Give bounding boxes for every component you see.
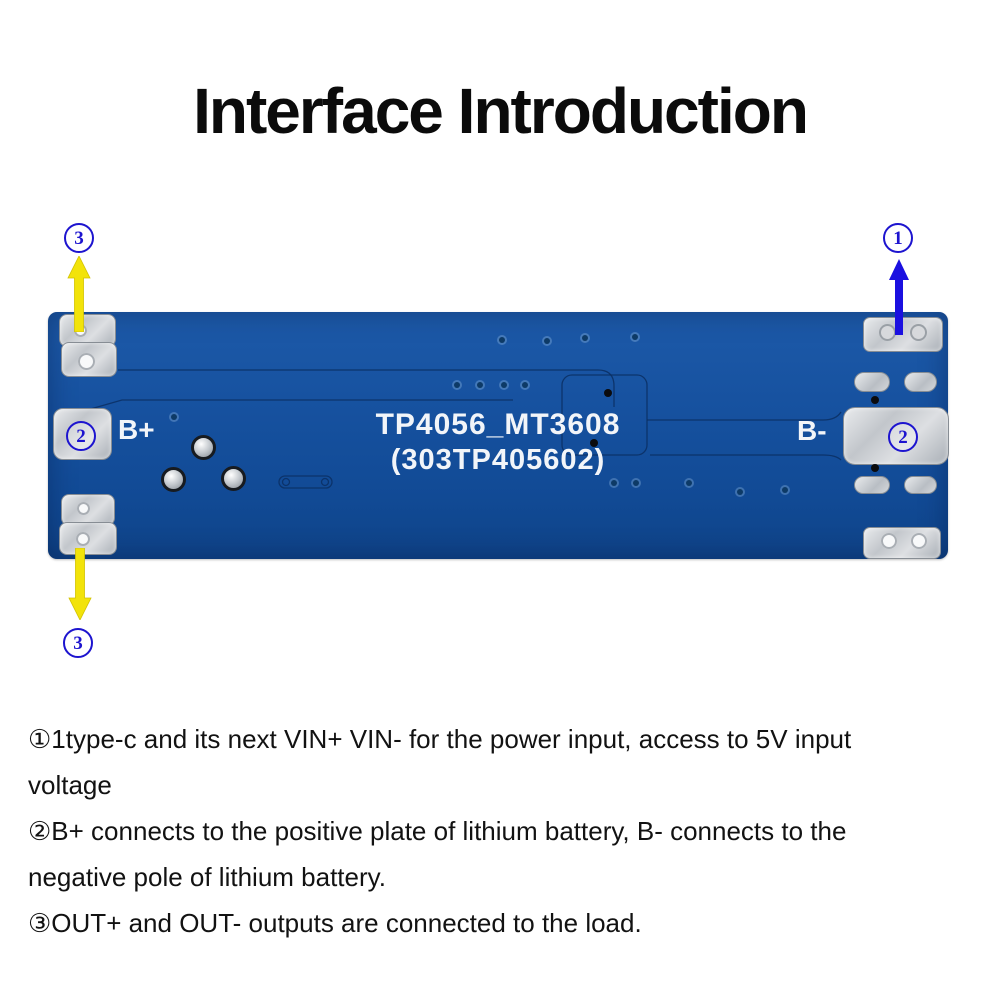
pcb-board: TP4056_MT3608 (303TP405602) B+ B- 2 2 <box>48 312 949 559</box>
callout-badge-3-bottom: 3 <box>63 628 93 658</box>
silkscreen-part-number: (303TP405602) <box>390 444 606 476</box>
via-dot <box>633 480 639 486</box>
pad-hole <box>881 533 897 549</box>
solder-joint <box>221 466 246 491</box>
callout-badge-3-top: 3 <box>64 223 94 253</box>
pad-hole <box>76 532 90 546</box>
via-dot <box>604 389 612 397</box>
callout-badge-2-right: 2 <box>888 422 918 452</box>
callout-badge-2-left: 2 <box>66 421 96 451</box>
via-dot <box>871 396 879 404</box>
via-dot <box>737 489 743 495</box>
pad-hole <box>77 502 90 515</box>
description-item-2: ②B+ connects to the positive plate of li… <box>28 816 847 892</box>
arrow-up-icon <box>888 259 910 340</box>
pad-out-top-left-upper <box>59 314 116 347</box>
pad-oval <box>904 372 937 392</box>
via-dot <box>544 338 550 344</box>
via-dot <box>632 334 638 340</box>
pad-hole <box>78 353 95 370</box>
silkscreen-model: TP4056_MT3608 <box>375 408 621 441</box>
via-dot <box>582 335 588 341</box>
via-dot <box>522 382 528 388</box>
via-dot <box>611 480 617 486</box>
description-item-3: ③OUT+ and OUT- outputs are connected to … <box>28 908 642 938</box>
arrow-down-icon <box>68 547 92 625</box>
via-dot <box>499 337 505 343</box>
pad-hole <box>911 533 927 549</box>
pad-hole <box>879 324 896 341</box>
silkscreen-b-minus-label: B- <box>797 415 827 446</box>
solder-joint <box>161 467 186 492</box>
via-dot <box>782 487 788 493</box>
via-dot <box>871 464 879 472</box>
via-dot <box>590 439 598 447</box>
solder-joint <box>191 435 216 460</box>
arrow-up-icon <box>67 255 91 337</box>
page-title: Interface Introduction <box>193 75 809 147</box>
via-dot <box>454 382 460 388</box>
via-dot <box>501 382 507 388</box>
pad-oval <box>904 476 937 494</box>
interface-descriptions: ①1type-c and its next VIN+ VIN- for the … <box>28 716 994 946</box>
callout-badge-1-top: 1 <box>883 223 913 253</box>
description-item-1: ①1type-c and its next VIN+ VIN- for the … <box>28 724 852 800</box>
pad-oval <box>854 372 890 392</box>
via-dot <box>171 414 177 420</box>
silkscreen-b-plus-label: B+ <box>118 414 155 445</box>
via-dot <box>477 382 483 388</box>
via-dot <box>686 480 692 486</box>
pad-bottom-right <box>863 527 941 559</box>
pad-hole <box>910 324 927 341</box>
pad-oval <box>854 476 890 494</box>
